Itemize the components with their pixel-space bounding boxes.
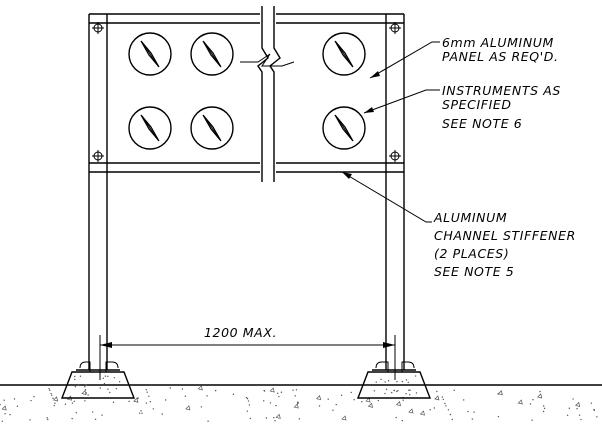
width-dimension: 1200 MAX. (100, 325, 395, 348)
right-post (385, 14, 405, 370)
gauge-icon (128, 32, 172, 76)
dimension-label: 1200 MAX. (204, 325, 277, 340)
gauge-icon (128, 106, 172, 150)
callout-instruments-line-3: SEE NOTE 6 (442, 116, 522, 131)
gauge-icon (322, 32, 366, 76)
left-post (88, 14, 108, 370)
callout-panel: 6mm ALUMINUM PANEL AS REQ'D. (442, 35, 559, 64)
bolt-icon (389, 22, 401, 34)
panel-break-symbol (240, 5, 295, 185)
callout-panel-line-2: PANEL AS REQ'D. (442, 49, 559, 64)
instrument-gauges (128, 32, 366, 150)
callout-instruments-line-2: SPECIFIED (442, 97, 512, 112)
corner-bolts (92, 22, 401, 162)
bolt-icon (389, 150, 401, 162)
leader-lines (341, 41, 440, 223)
callout-instruments: INSTRUMENTS AS SPECIFIED SEE NOTE 6 (442, 83, 561, 131)
callout-stiffener-line-1: ALUMINUM (433, 210, 507, 225)
callout-instruments-line-1: INSTRUMENTS AS (442, 83, 561, 98)
gauge-icon (190, 106, 234, 150)
callout-panel-line-1: 6mm ALUMINUM (442, 35, 554, 50)
callout-stiffener-line-4: SEE NOTE 5 (434, 264, 514, 279)
gauge-icon (322, 106, 366, 150)
aluminum-panel (89, 13, 404, 173)
ground-concrete-hatch (0, 375, 598, 422)
callout-stiffener: ALUMINUM CHANNEL STIFFENER (2 PLACES) SE… (433, 210, 576, 279)
callout-stiffener-line-2: CHANNEL STIFFENER (434, 228, 576, 243)
gauge-icon (190, 32, 234, 76)
bolt-icon (92, 22, 104, 34)
right-footing (356, 335, 432, 399)
bolt-icon (92, 150, 104, 162)
callout-stiffener-line-3: (2 PLACES) (434, 246, 509, 261)
left-footing (60, 335, 136, 399)
